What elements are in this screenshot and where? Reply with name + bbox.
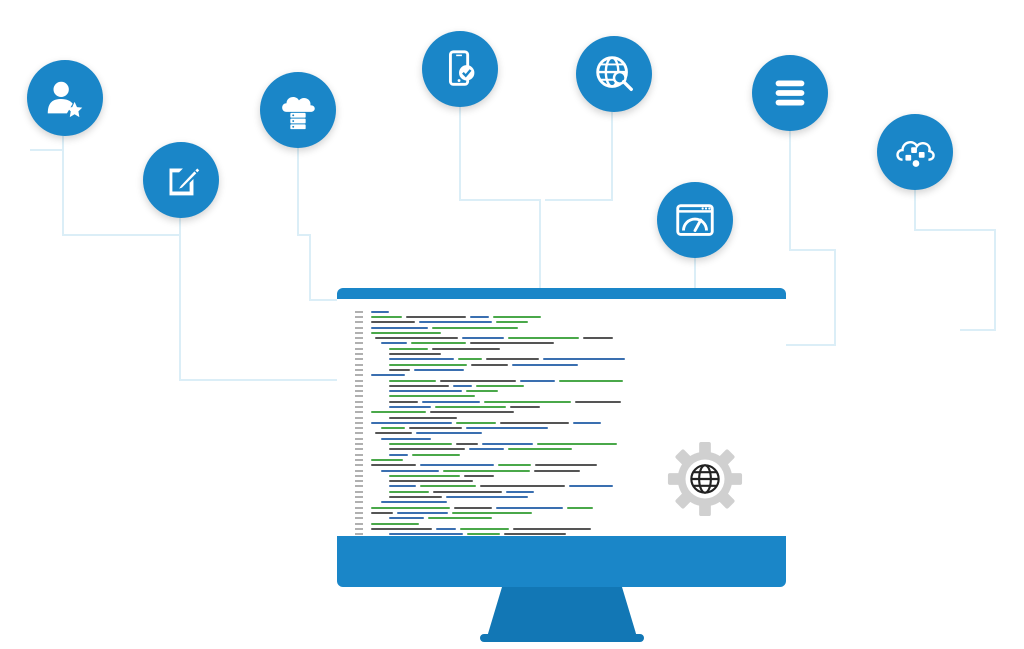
monitor-stand-base: [480, 634, 644, 642]
code-line: [355, 362, 775, 367]
code-line: [355, 320, 775, 325]
code-line: [355, 330, 775, 335]
code-line: [355, 494, 775, 499]
code-line: [355, 373, 775, 378]
code-line: [355, 479, 775, 484]
node-cloud-social: [877, 114, 953, 190]
monitor: [337, 288, 786, 587]
cloud-server-icon: [282, 97, 315, 130]
code-line: [355, 457, 775, 462]
user-star-icon: [47, 81, 83, 118]
code-line: [355, 351, 775, 356]
code-line: [355, 410, 775, 415]
code-line: [355, 309, 775, 314]
code-line: [355, 463, 775, 468]
code-line: [355, 404, 775, 409]
code-line: [355, 346, 775, 351]
code-line: [355, 468, 775, 473]
code-line: [355, 505, 775, 510]
code-line: [355, 378, 775, 383]
code-line: [355, 426, 775, 431]
node-user-star: [27, 60, 103, 136]
monitor-bezel: [337, 536, 786, 587]
code-line: [355, 420, 775, 425]
node-globe-search: [576, 36, 652, 112]
code-line: [355, 325, 775, 330]
monitor-stand: [487, 587, 637, 637]
code-line: [355, 526, 775, 531]
code-line: [355, 383, 775, 388]
code-line: [355, 399, 775, 404]
gear-globe-icon: [667, 441, 743, 517]
edit-document-icon: [169, 168, 200, 196]
mobile-check-icon: [448, 50, 475, 86]
code-editor-screen: [337, 299, 786, 536]
code-line: [355, 521, 775, 526]
globe-search-icon: [596, 56, 633, 92]
code-line: [355, 335, 775, 340]
code-line: [355, 431, 775, 436]
node-edit-document: [143, 142, 219, 218]
dashboard-speed-icon: [676, 204, 714, 236]
code-line: [355, 314, 775, 319]
code-line: [355, 357, 775, 362]
code-line: [355, 484, 775, 489]
code-line: [355, 447, 775, 452]
node-dashboard-speed: [657, 182, 733, 258]
code-line: [355, 415, 775, 420]
code-line: [355, 441, 775, 446]
code-line: [355, 531, 775, 536]
code-line: [355, 473, 775, 478]
code-line: [355, 516, 775, 521]
code-lines: [355, 309, 775, 536]
code-line: [355, 367, 775, 372]
menu-lines-icon: [775, 80, 805, 106]
code-line: [355, 489, 775, 494]
code-line: [355, 500, 775, 505]
cloud-social-icon: [896, 141, 935, 167]
code-line: [355, 452, 775, 457]
code-line: [355, 436, 775, 441]
node-mobile-check: [422, 31, 498, 107]
node-menu-lines: [752, 55, 828, 131]
node-cloud-server: [260, 72, 336, 148]
code-line: [355, 341, 775, 346]
monitor-top-bar: [337, 288, 786, 299]
code-line: [355, 388, 775, 393]
code-line: [355, 394, 775, 399]
code-line: [355, 510, 775, 515]
